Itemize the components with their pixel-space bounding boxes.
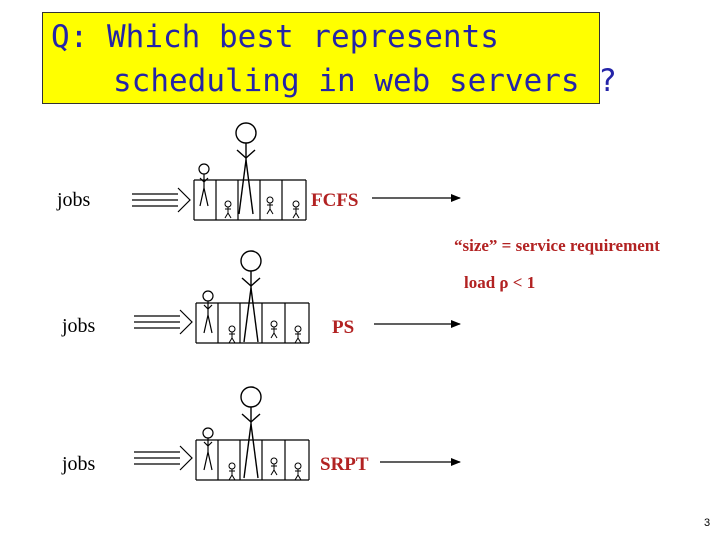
job-figure-small bbox=[228, 325, 236, 344]
job-figure-small bbox=[266, 196, 274, 215]
queue-row-srpt: jobs SRPT bbox=[61, 386, 461, 481]
size-definition-note: “size” = service requirement bbox=[454, 236, 660, 255]
job-figure-large bbox=[235, 122, 257, 215]
policy-label-fcfs: FCFS bbox=[311, 190, 359, 211]
jobs-label: jobs bbox=[61, 453, 96, 475]
policy-label-ps: PS bbox=[332, 317, 354, 338]
job-figure-large bbox=[240, 250, 262, 343]
arrival-arrow bbox=[132, 187, 191, 213]
queue-row-fcfs: jobs FCFS bbox=[56, 122, 461, 221]
job-figure-arriving bbox=[202, 427, 214, 471]
jobs-label: jobs bbox=[56, 189, 91, 211]
arrival-arrow bbox=[134, 309, 193, 335]
queue-row-ps: jobs PS bbox=[61, 250, 461, 344]
queue-buffer bbox=[193, 179, 307, 221]
job-figure-small bbox=[294, 462, 302, 481]
question-box: Q: Which best represents scheduling in w… bbox=[42, 12, 617, 104]
job-figure-large bbox=[240, 386, 262, 479]
queue-buffer bbox=[195, 439, 310, 481]
jobs-label: jobs bbox=[61, 315, 96, 337]
queue-buffer bbox=[195, 302, 310, 344]
job-figure-small bbox=[270, 320, 278, 339]
page-number: 3 bbox=[704, 517, 710, 529]
job-figure-arriving bbox=[202, 290, 214, 334]
job-figure-small bbox=[228, 462, 236, 481]
question-line-1: Q: Which best represents bbox=[51, 19, 499, 55]
job-figure-small bbox=[270, 457, 278, 476]
arrival-arrow bbox=[134, 445, 193, 471]
job-figure-small bbox=[292, 200, 300, 219]
job-figure-small bbox=[294, 325, 302, 344]
job-figure-arriving bbox=[198, 163, 210, 207]
question-line-2: scheduling in web servers ? bbox=[113, 63, 617, 99]
policy-label-srpt: SRPT bbox=[320, 454, 369, 475]
load-note: load ρ < 1 bbox=[464, 273, 535, 292]
job-figure-small bbox=[224, 200, 232, 219]
